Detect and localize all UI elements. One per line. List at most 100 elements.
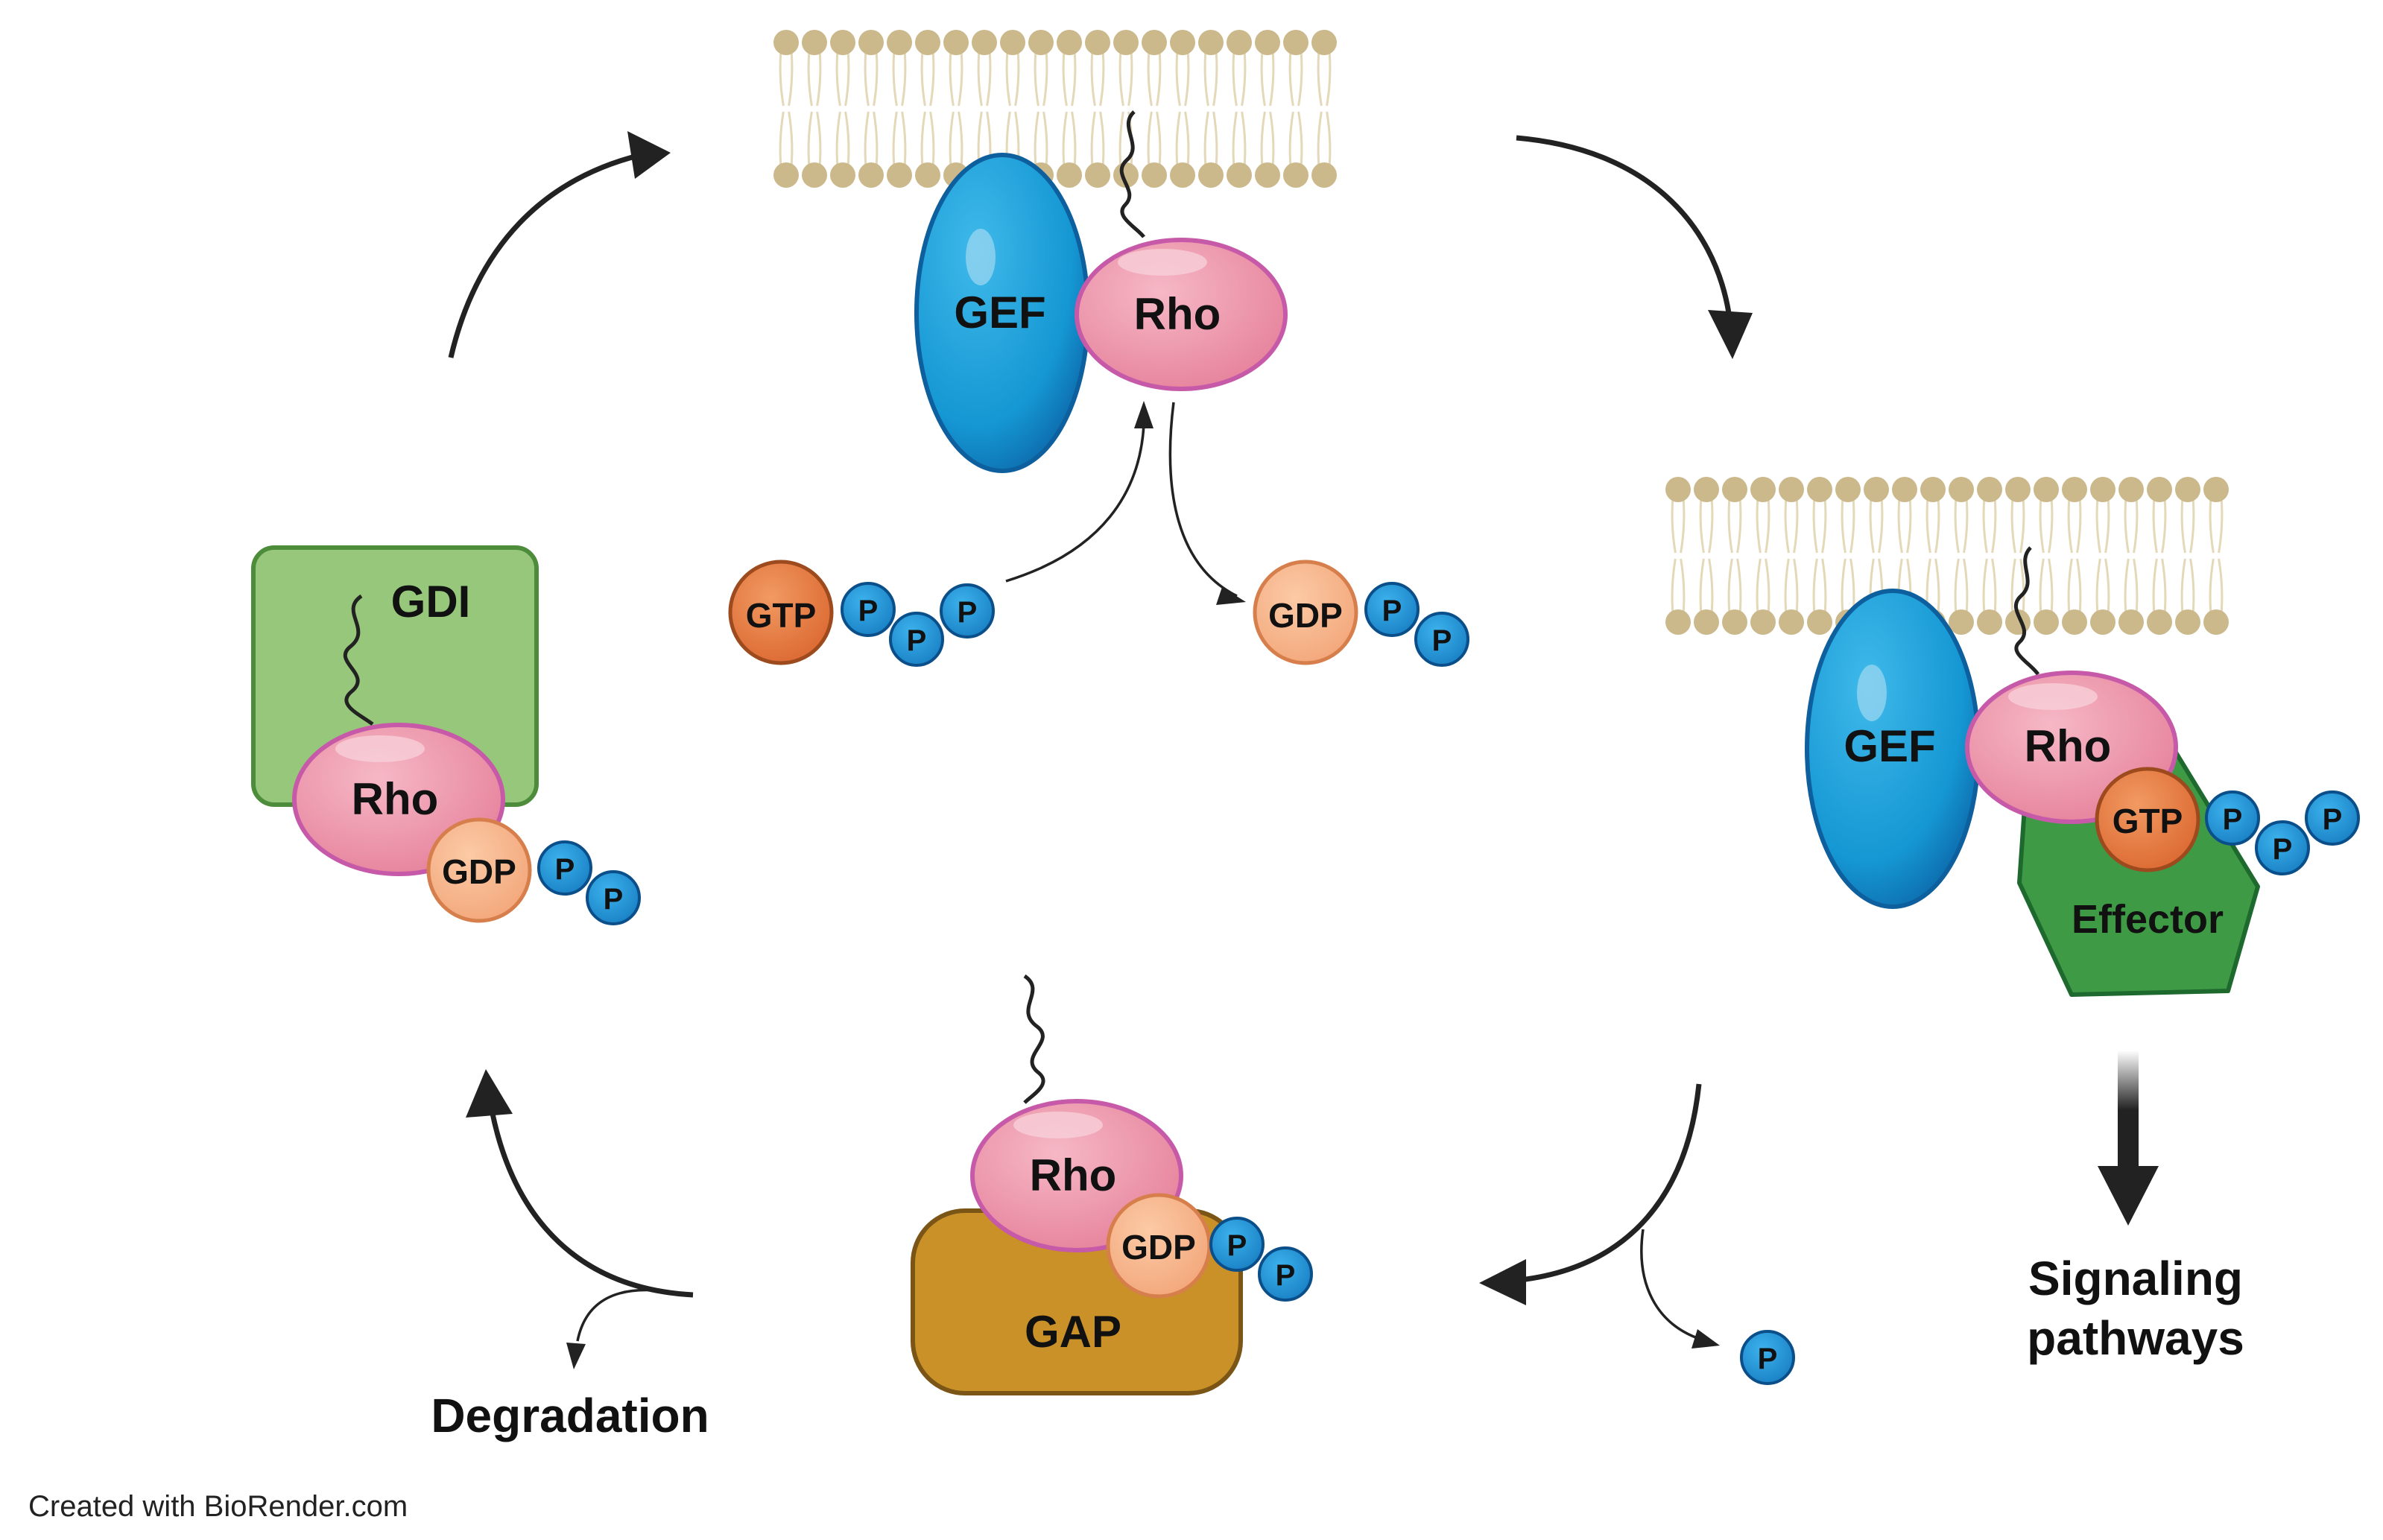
lipid-head: [2147, 609, 2172, 635]
lipid-head: [887, 30, 912, 55]
gdp-out-arrow: [1168, 402, 1246, 605]
lipid-head: [1694, 609, 1719, 635]
lipid-head: [1142, 30, 1167, 55]
lipid-head: [1750, 477, 1776, 502]
phosphate-bead-icon: P: [2255, 820, 2310, 875]
left-complex: GDI Rho GDP P P: [251, 545, 641, 925]
svg-text:P: P: [2223, 803, 2243, 836]
lipid-head: [1085, 162, 1110, 188]
svg-text:P: P: [1432, 624, 1452, 657]
svg-text:P: P: [604, 883, 624, 916]
cycle-arrow-bottom-to-left: [466, 1069, 694, 1298]
lipid-head: [1665, 477, 1691, 502]
lipid-head: [1694, 477, 1719, 502]
lipid-head: [1892, 477, 1917, 502]
signaling-label-line1: Signaling: [2028, 1252, 2243, 1305]
lipid-head: [1283, 30, 1308, 55]
lipid-head: [1227, 30, 1252, 55]
lipid-head: [858, 30, 884, 55]
lipid-head: [830, 30, 855, 55]
lipid-head: [1665, 609, 1691, 635]
membrane-top: [773, 30, 1337, 188]
top-complex: GEF Rho: [914, 110, 1288, 473]
lipid-head: [1949, 609, 1974, 635]
svg-text:GDP: GDP: [442, 852, 516, 891]
svg-text:P: P: [858, 595, 879, 627]
lipid-head: [1283, 162, 1308, 188]
lipid-anchor-squiggle-icon: [2014, 546, 2040, 676]
lipid-head: [915, 30, 940, 55]
lipid-head: [1170, 162, 1195, 188]
cycle-arrow-left-to-top: [448, 131, 671, 358]
svg-text:P: P: [958, 596, 978, 629]
lipid-head: [1198, 30, 1224, 55]
phosphate-bead-icon: P: [586, 870, 641, 925]
phosphate-bead-icon: P: [889, 612, 944, 667]
lipid-head: [1949, 477, 1974, 502]
released-phosphate: P: [1740, 1330, 1795, 1385]
phosphate-bead-icon: P: [1209, 1217, 1265, 1272]
lipid-head: [1311, 162, 1337, 188]
lipid-head: [802, 30, 827, 55]
lipid-head: [1835, 477, 1861, 502]
membrane-right: [1665, 477, 2229, 635]
svg-text:P: P: [2273, 833, 2293, 866]
signaling-label-line2: pathways: [2027, 1311, 2244, 1365]
lipid-head: [2034, 477, 2059, 502]
lipid-head: [2090, 477, 2115, 502]
phosphate-bead-icon: P: [1414, 612, 1469, 667]
lipid-head: [2118, 609, 2144, 635]
rho-label: Rho: [1134, 289, 1221, 339]
lipid-head: [1864, 477, 1889, 502]
lipid-head: [1255, 30, 1280, 55]
lipid-head: [1920, 477, 1946, 502]
rho-label: Rho: [2025, 721, 2112, 771]
svg-text:P: P: [2323, 803, 2343, 836]
effector-label: Effector: [2072, 897, 2224, 942]
lipid-head: [1311, 30, 1337, 55]
phosphate-bead-icon: P: [940, 583, 995, 639]
svg-text:P: P: [1227, 1229, 1247, 1262]
bottom-complex: GAP Rho GDP P P: [911, 974, 1313, 1395]
lipid-head: [1807, 609, 1832, 635]
degradation-label: Degradation: [431, 1389, 709, 1442]
degradation-arrow: [566, 1288, 690, 1369]
gdp-molecule: GDP: [426, 817, 532, 923]
lipid-head: [1170, 30, 1195, 55]
gtp-molecule: GTP: [2095, 767, 2200, 872]
lipid-head: [1028, 30, 1054, 55]
lipid-head: [2005, 477, 2031, 502]
lipid-head: [2034, 609, 2059, 635]
lipid-head: [2090, 609, 2115, 635]
lipid-head: [943, 30, 969, 55]
gef-label: GEF: [1844, 721, 1935, 771]
rho-label: Rho: [352, 774, 439, 824]
lipid-head: [1227, 162, 1252, 188]
lipid-head: [2062, 609, 2087, 635]
phosphate-bead-icon: P: [841, 582, 896, 637]
lipid-head: [1722, 477, 1747, 502]
gdp-released-molecule: GDP P P: [1253, 560, 1469, 667]
lipid-head: [773, 30, 799, 55]
lipid-head: [1000, 30, 1025, 55]
lipid-head: [1779, 477, 1804, 502]
svg-text:GTP: GTP: [2113, 802, 2183, 840]
lipid-anchor-squiggle-icon: [1119, 110, 1145, 238]
gdp-label: GDP: [1268, 596, 1343, 635]
lipid-head: [2118, 477, 2144, 502]
svg-text:P: P: [1276, 1259, 1296, 1292]
lipid-head: [1085, 30, 1110, 55]
phosphate-bead-icon: P: [2205, 790, 2260, 846]
cycle-arrow-right-to-bottom: [1479, 1083, 1702, 1305]
lipid-head: [972, 30, 997, 55]
lipid-head: [1750, 609, 1776, 635]
rho-label: Rho: [1030, 1150, 1117, 1200]
gtp-molecule: GTP P P P: [728, 560, 995, 667]
lipid-head: [1977, 477, 2002, 502]
svg-text:P: P: [907, 624, 927, 657]
rho-protein: [1075, 238, 1288, 391]
lipid-head: [830, 162, 855, 188]
lipid-head: [2147, 477, 2172, 502]
gap-label: GAP: [1025, 1307, 1121, 1357]
lipid-head: [915, 162, 940, 188]
